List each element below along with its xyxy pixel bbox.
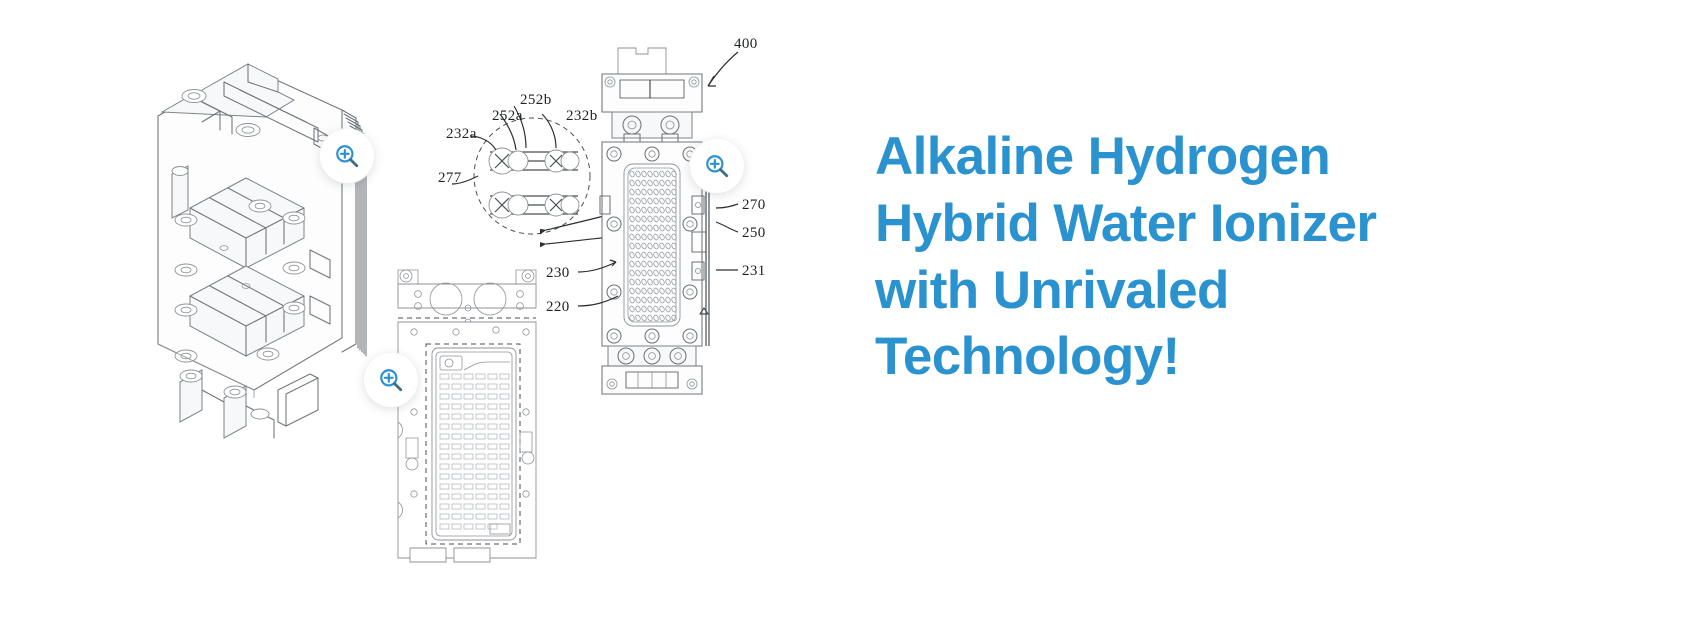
ref-220: 220: [546, 299, 570, 315]
front-plan-drawing: [592, 46, 712, 401]
magnifier-plus-icon: [380, 369, 403, 392]
ref-231: 231: [742, 263, 766, 279]
figure-panel: 232a 252a 252b 232b 277: [128, 36, 766, 564]
headline-line-2: Hybrid Water Ionizer: [875, 193, 1377, 253]
isometric-assembly-drawing: [128, 38, 378, 458]
ref-277: 277: [438, 170, 462, 186]
ref-232b: 232b: [566, 108, 598, 124]
detail-circle-callout: [432, 88, 632, 268]
page-title: Alkaline Hydrogen Hybrid Water Ionizer w…: [875, 124, 1495, 391]
magnifier-plus-icon: [706, 155, 729, 178]
headline-line-4: Technology!: [875, 327, 1180, 387]
ref-400: 400: [734, 36, 758, 52]
zoom-badge-front-view[interactable]: [690, 139, 744, 193]
detail-callout-labels: 232a 252a 252b 232b 277: [438, 92, 598, 186]
ref-250: 250: [742, 225, 766, 241]
ref-252b: 252b: [520, 92, 552, 108]
ref-230: 230: [546, 265, 570, 281]
headline-line-1: Alkaline Hydrogen: [875, 127, 1331, 186]
magnifier-plus-icon: [336, 145, 359, 168]
bottom-plate-drawing: [392, 262, 542, 564]
ref-232a: 232a: [446, 126, 477, 142]
front-view-labels: 400 270 250 231 230 220: [546, 36, 766, 315]
zoom-badge-bottom-plate[interactable]: [364, 353, 418, 407]
zoom-badge-isometric[interactable]: [320, 129, 374, 183]
headline-line-3: with Unrivaled: [875, 260, 1229, 320]
ref-270: 270: [742, 197, 766, 213]
ref-252a: 252a: [492, 108, 523, 124]
